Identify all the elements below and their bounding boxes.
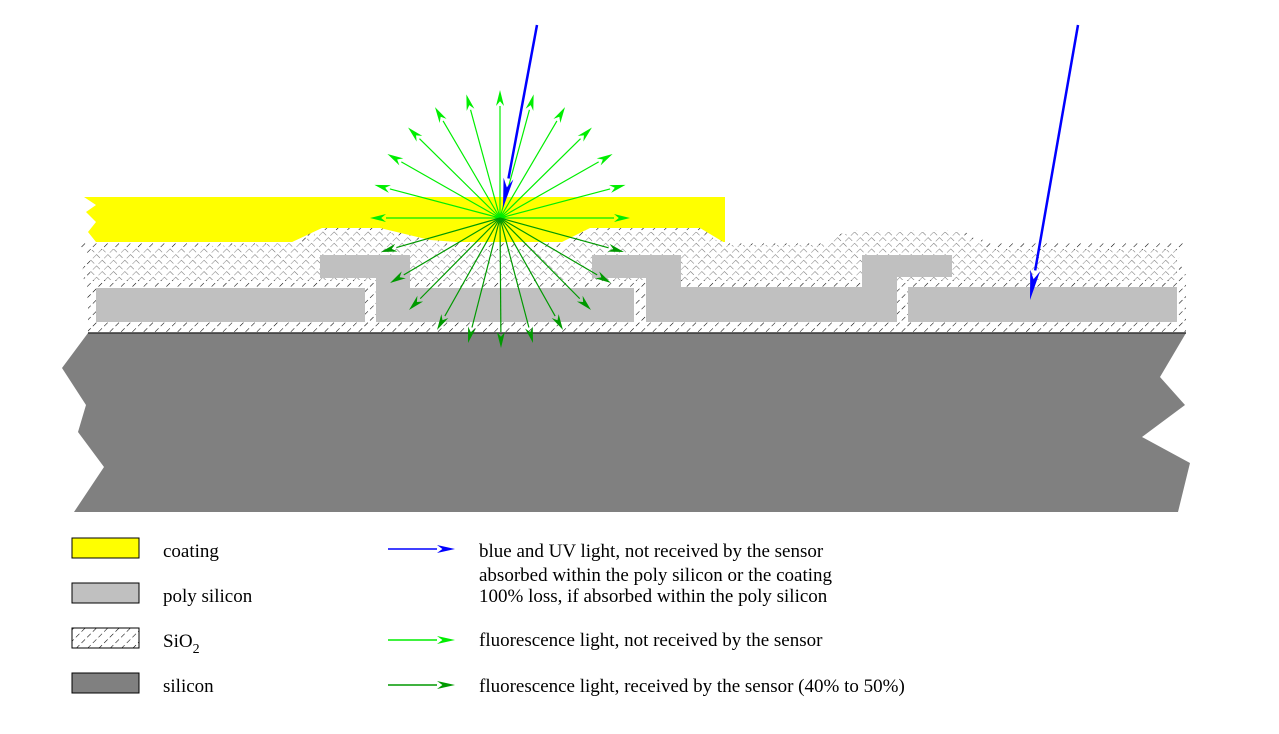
fluorescence-arrow-not-received [499, 127, 592, 219]
fluorescence-arrow-received [409, 217, 501, 310]
silicon-substrate [62, 333, 1190, 512]
legend-label-coating: coating [163, 541, 219, 562]
fluorescence-arrow-not-received [499, 107, 565, 219]
legend-arrow-dark-green [388, 681, 455, 689]
blue-uv-light-arrow [1030, 24, 1080, 300]
fluorescence-arrow-received [499, 217, 611, 283]
legend-arrow-light-green [388, 636, 455, 644]
fluorescence-arrow-not-received [370, 214, 500, 222]
legend-label-poly-silicon: poly silicon [163, 586, 253, 607]
fluorescence-arrow-received [390, 217, 501, 283]
legend-label-sio2: SiO2 [163, 631, 200, 657]
fluorescence-arrow-received [468, 217, 501, 343]
sio2-text: SiO [163, 631, 193, 652]
legend-swatch-silicon [71, 672, 140, 694]
legend-label-silicon: silicon [163, 676, 214, 697]
fluorescence-arrow-not-received [496, 90, 504, 218]
fluorescence-arrow-not-received [387, 154, 501, 219]
fluorescence-arrow-not-received [435, 107, 501, 219]
fluorescence-arrow-not-received [374, 184, 501, 219]
fluorescence-arrow-not-received [408, 127, 501, 219]
fluorescence-arrow-received [499, 217, 563, 330]
fluorescence-arrow-not-received [499, 154, 613, 219]
poly-silicon-regions [96, 255, 1177, 322]
legend: coating poly silicon SiO2 silicon blue a… [71, 537, 905, 697]
fluorescence-arrow-received [496, 217, 505, 348]
legend-swatch-poly-silicon [71, 582, 140, 604]
fluorescence-arrow-not-received [500, 214, 630, 222]
light-arrows [370, 24, 1080, 689]
legend-blue-line-2: absorbed within the poly silicon or the … [479, 565, 833, 586]
blue-uv-light-arrow [503, 24, 539, 208]
sio2-subscript: 2 [193, 642, 200, 657]
fluorescence-arrow-not-received [466, 94, 501, 219]
legend-blue-line-3: 100% loss, if absorbed within the poly s… [479, 586, 828, 607]
fluorescence-arrow-received [381, 217, 501, 252]
fluorescence-arrow-received [499, 217, 533, 343]
fluorescence-arrow-received [499, 217, 624, 252]
legend-swatch-sio2 [71, 627, 140, 649]
legend-arrow-blue [388, 545, 455, 553]
legend-fluorescence-not-received: fluorescence light, not received by the … [479, 630, 823, 651]
legend-blue-line-1: blue and UV light, not received by the s… [479, 541, 824, 562]
coating-layer [84, 197, 725, 242]
fluorescence-arrow-received [437, 217, 501, 330]
fluorescence-arrow-not-received [499, 184, 626, 219]
legend-fluorescence-received: fluorescence light, received by the sens… [479, 676, 905, 697]
legend-swatch-coating [71, 537, 140, 559]
fluorescence-arrow-received [499, 217, 591, 310]
